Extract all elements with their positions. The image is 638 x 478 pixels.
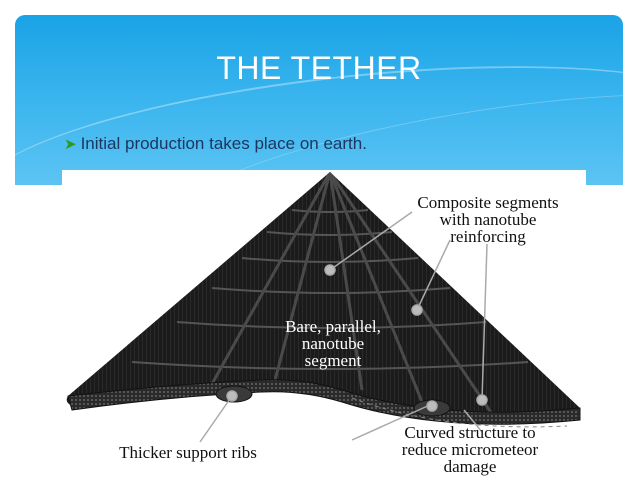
callout-dot	[411, 304, 423, 316]
label-curved-line3: damage	[444, 457, 497, 476]
slide-header-band	[15, 15, 623, 185]
label-bare-line2: nanotube	[302, 334, 364, 353]
slide-title: THE TETHER	[216, 50, 422, 86]
callout-dot	[476, 394, 488, 406]
label-support-ribs: Thicker support ribs	[119, 443, 257, 462]
label-curved-line1: Curved structure to	[404, 423, 535, 442]
tether-illustration: Composite segments with nanotube reinfor…	[66, 172, 581, 476]
label-bare-line3: segment	[305, 351, 362, 370]
label-curved-line2: reduce micrometeor	[402, 440, 539, 459]
callout-dot	[426, 400, 438, 412]
tether-edge-structure	[67, 379, 581, 425]
arrow-bullet-icon: ➤	[64, 136, 77, 153]
label-composite-line1: Composite segments	[417, 193, 558, 212]
label-bare-line1: Bare, parallel,	[285, 317, 381, 336]
callout-dot	[226, 390, 238, 402]
callout-dot	[324, 264, 336, 276]
tether-segment-lines	[131, 172, 529, 415]
tether-diagram: Composite segments with nanotube reinfor…	[62, 170, 586, 478]
label-composite-line3: reinforcing	[450, 227, 526, 246]
label-composite-line2: with nanotube	[440, 210, 537, 229]
bullet-point: ➤ Initial production takes place on eart…	[64, 134, 367, 154]
tether-body	[66, 172, 580, 421]
bullet-text: Initial production takes place on earth.	[80, 134, 367, 153]
